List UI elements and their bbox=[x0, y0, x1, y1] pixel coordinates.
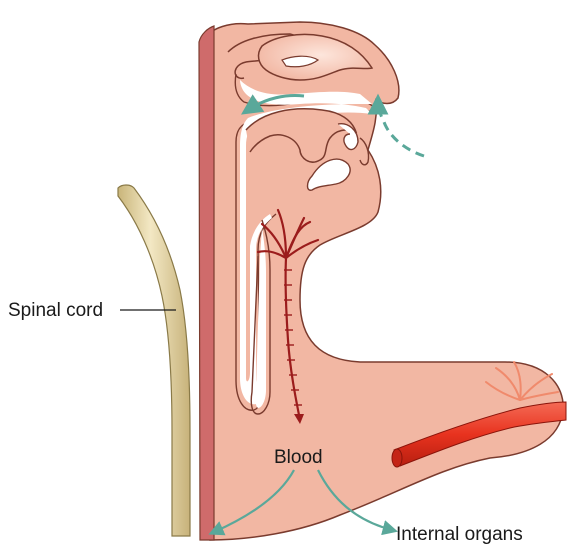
blood-label: Blood bbox=[274, 447, 323, 468]
blood-vessel-end bbox=[392, 449, 402, 467]
internal-organs-label: Internal organs bbox=[396, 524, 523, 545]
spinal-cord-label: Spinal cord bbox=[8, 300, 103, 321]
airflow-arrow-dashed bbox=[378, 102, 424, 156]
back-edge bbox=[199, 26, 214, 540]
spinal-cord bbox=[118, 185, 190, 536]
